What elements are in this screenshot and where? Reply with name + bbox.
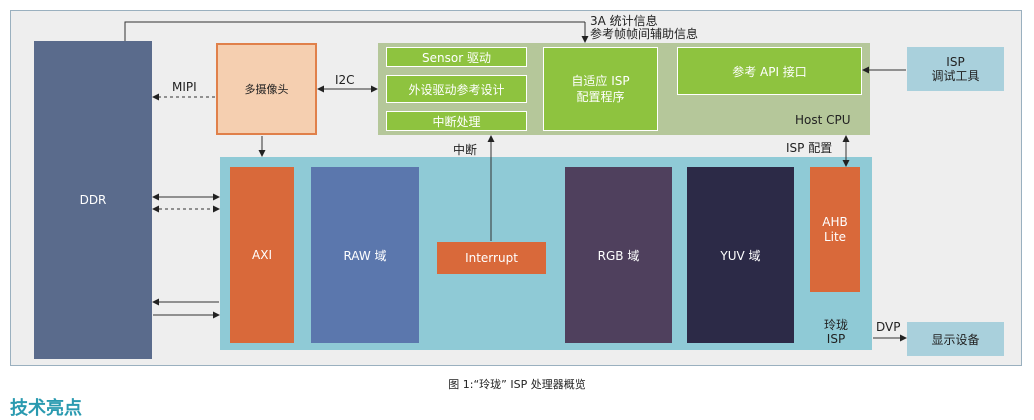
raw-domain-block: RAW 域: [311, 167, 419, 343]
adaptive-isp-box: 自适应 ISP 配置程序: [543, 47, 658, 131]
ahb-lite-line2: Lite: [823, 229, 847, 244]
interrupt-block: Interrupt: [437, 242, 546, 274]
camera-block: 多摄像头: [216, 43, 317, 135]
isp-tool-line1: ISP: [946, 55, 965, 69]
stats-feedback-line: [124, 21, 585, 41]
interrupt-label: Interrupt: [465, 251, 518, 265]
rgb-domain-block: RGB 域: [565, 167, 672, 343]
api-label: 参考 API 接口: [732, 64, 807, 79]
isp-tool-box: ISP 调试工具: [907, 47, 1004, 91]
stats-label-line2: 参考帧帧间辅助信息: [590, 27, 699, 41]
interrupt-handler-label: 中断处理: [432, 114, 481, 129]
sensor-driver-label: Sensor 驱动: [422, 50, 491, 65]
sensor-driver-box: Sensor 驱动: [386, 47, 527, 67]
linglong-isp-line2: ISP: [826, 332, 846, 346]
peripheral-driver-box: 外设驱动参考设计: [386, 75, 527, 103]
section-heading: 技术亮点: [10, 398, 82, 419]
linglong-isp-line1: 玲珑: [823, 318, 848, 332]
interrupt-connector-label: 中断: [453, 143, 478, 157]
host-cpu-label: Host CPU: [795, 113, 851, 127]
camera-label: 多摄像头: [244, 83, 289, 96]
yuv-domain-block: YUV 域: [687, 167, 794, 343]
dvp-label: DVP: [876, 320, 901, 334]
interrupt-handler-box: 中断处理: [386, 111, 527, 131]
stats-label-line1: 3A 统计信息: [590, 14, 658, 28]
ddr-label: DDR: [79, 193, 107, 207]
display-device-label: 显示设备: [931, 332, 980, 347]
ahb-lite-line1: AHB: [822, 214, 848, 229]
peripheral-driver-label: 外设驱动参考设计: [408, 82, 505, 97]
adaptive-isp-line1: 自适应 ISP: [571, 74, 630, 88]
yuv-domain-label: YUV 域: [720, 248, 761, 263]
mipi-label: MIPI: [172, 80, 197, 94]
ahb-lite-block: AHB Lite: [810, 167, 860, 292]
isp-config-label: ISP 配置: [786, 141, 833, 155]
ddr-block: DDR: [34, 41, 152, 359]
i2c-label: I2C: [335, 73, 355, 87]
raw-domain-label: RAW 域: [343, 248, 387, 263]
linglong-isp-label: 玲珑 ISP: [814, 318, 858, 346]
adaptive-isp-line2: 配置程序: [576, 90, 625, 104]
isp-tool-line2: 调试工具: [931, 69, 980, 83]
axi-label: AXI: [252, 248, 272, 262]
display-device-box: 显示设备: [907, 322, 1004, 356]
figure-caption: 图 1:“玲珑” ISP 处理器概览: [448, 378, 586, 391]
connector-lines: [124, 21, 907, 342]
rgb-domain-label: RGB 域: [597, 248, 640, 263]
axi-block: AXI: [230, 167, 294, 343]
api-box: 参考 API 接口: [677, 47, 862, 95]
